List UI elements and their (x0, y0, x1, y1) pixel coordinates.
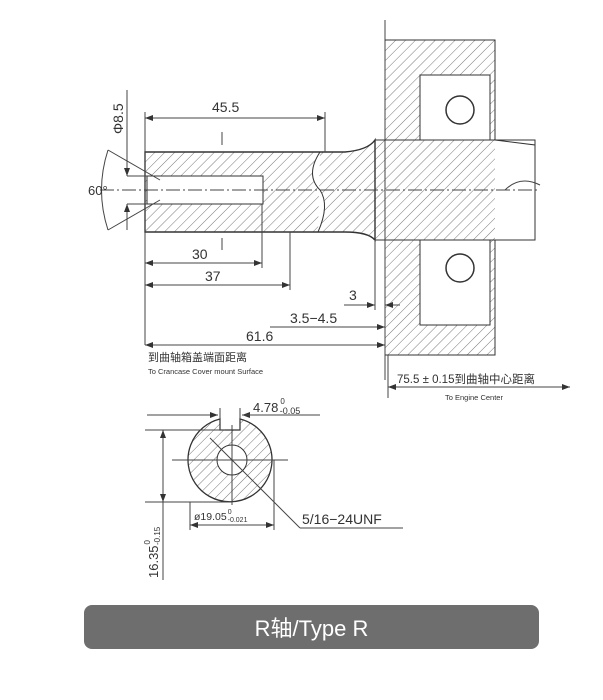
dim-thread: 5/16−24UNF (302, 511, 382, 527)
bearing-ball-top (445, 95, 475, 125)
dim-30: 30 (192, 246, 208, 262)
cross-section (145, 408, 403, 580)
dim-37: 37 (205, 268, 221, 284)
crankcase-label-cn: 到曲轴箱盖端面距离 (148, 350, 247, 364)
engine-center-label-cn: 75.5 ± 0.15到曲轴中心距离 (397, 372, 535, 386)
bearing-ball-bottom (445, 253, 475, 283)
dim-61-6: 61.6 (246, 328, 273, 344)
technical-drawing: 45.5 Φ8.5 60° 30 37 3 3.5−4.5 61.6 到曲轴箱盖… (88, 20, 570, 580)
dim-angle-60: 60° (88, 183, 108, 198)
dim-shaft-diameter: ø19.050-0.021 (194, 509, 248, 524)
dim-height: 16.350-0.15 (143, 526, 162, 578)
dim-dia-8-5: Φ8.5 (110, 103, 126, 134)
engine-center-label-en: To Engine Center (445, 393, 503, 402)
shaft (100, 132, 540, 250)
type-banner: R轴/Type R (84, 605, 539, 649)
dim-3-5-4-5: 3.5−4.5 (290, 310, 337, 326)
dim-45-5: 45.5 (212, 99, 239, 115)
engine-housing (374, 20, 541, 380)
crankcase-label-en: To Crancase Cover mount Surface (148, 367, 263, 376)
dim-3: 3 (349, 287, 357, 303)
